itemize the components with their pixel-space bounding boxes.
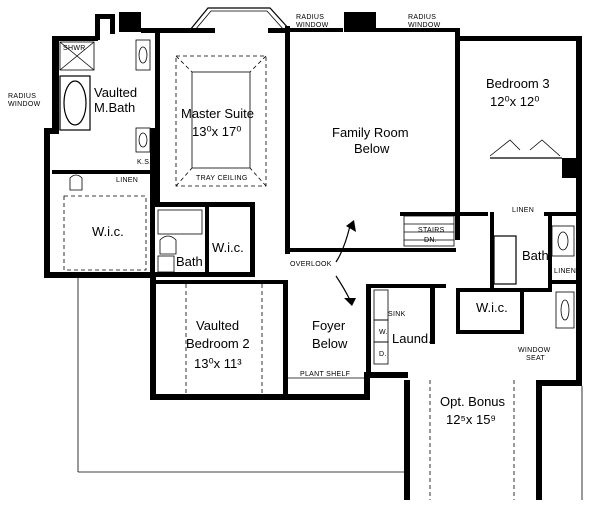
family-room-label-1: Family Room <box>332 125 409 140</box>
bedroom3-label: Bedroom 3 <box>486 76 550 91</box>
w-label: W. <box>379 329 388 336</box>
bed2-dim: 13⁰x 11³ <box>194 356 242 371</box>
radius-window-left-1: RADIUS <box>8 93 36 100</box>
ks-label: K.S. <box>137 159 151 166</box>
linen-master-label: LINEN <box>116 177 138 184</box>
plant-shelf-label: PLANT SHELF <box>300 371 350 378</box>
mbath-label-1: Vaulted <box>94 85 137 100</box>
bay-window <box>189 7 291 31</box>
bedroom3-closet <box>489 139 562 159</box>
foyer-label-1: Foyer <box>312 318 346 333</box>
opt-bonus-dim: 12⁵x 15⁹ <box>446 412 496 427</box>
dn-label: DN. <box>424 237 437 244</box>
linen-bed3-label: LINEN <box>512 207 534 214</box>
shwr-label: SHWR <box>63 45 86 52</box>
radius-window-top1-2: WINDOW <box>296 22 329 29</box>
interior-walls <box>52 128 578 400</box>
dashed-lines <box>185 284 515 500</box>
wic-mid-label: W.i.c. <box>212 240 244 255</box>
stairs-label: STAIRS <box>418 227 445 234</box>
overlook-arrows <box>335 220 356 306</box>
bed2-label-1: Vaulted <box>196 318 239 333</box>
laund-label: Laund. <box>392 331 432 346</box>
tray-ceiling <box>175 55 267 187</box>
radius-window-left-2: WINDOW <box>8 101 41 108</box>
misc-lines <box>77 278 583 500</box>
exterior-walls <box>44 12 582 500</box>
master-suite-label: Master Suite <box>181 106 254 121</box>
bath-mid-label: Bath <box>176 254 203 269</box>
d-label: D. <box>379 351 387 358</box>
linen-bath3-label: LINEN <box>554 268 576 275</box>
bed2-label-2: Bedroom 2 <box>186 336 250 351</box>
foyer-label-2: Below <box>312 336 348 351</box>
window-seat-2: SEAT <box>526 355 545 362</box>
sink-label: SINK <box>388 311 406 318</box>
radius-window-top2-2: WINDOW <box>408 22 441 29</box>
room-labels: SHWR Vaulted M.Bath K.S. RADIUS WINDOW L… <box>8 14 576 427</box>
bath-right-label: Bath <box>522 248 549 263</box>
tray-ceiling-label: TRAY CEILING <box>196 175 248 182</box>
radius-window-top1-1: RADIUS <box>296 14 324 21</box>
overlook-label: OVERLOOK <box>290 261 332 268</box>
opt-bonus-label: Opt. Bonus <box>440 394 506 409</box>
family-room-label-2: Below <box>354 141 390 156</box>
stairs-lines <box>403 215 455 247</box>
master-suite-dim: 13⁰x 17⁰ <box>192 124 241 139</box>
bedroom3-dim: 12⁰x 12⁰ <box>490 94 539 109</box>
mbath-label-2: M.Bath <box>94 100 135 115</box>
window-seat-1: WINDOW <box>518 347 551 354</box>
wic-right-label: W.i.c. <box>476 300 508 315</box>
radius-window-top2-1: RADIUS <box>408 14 436 21</box>
wic-master-label: W.i.c. <box>92 224 124 239</box>
bath-fixtures <box>59 39 575 365</box>
